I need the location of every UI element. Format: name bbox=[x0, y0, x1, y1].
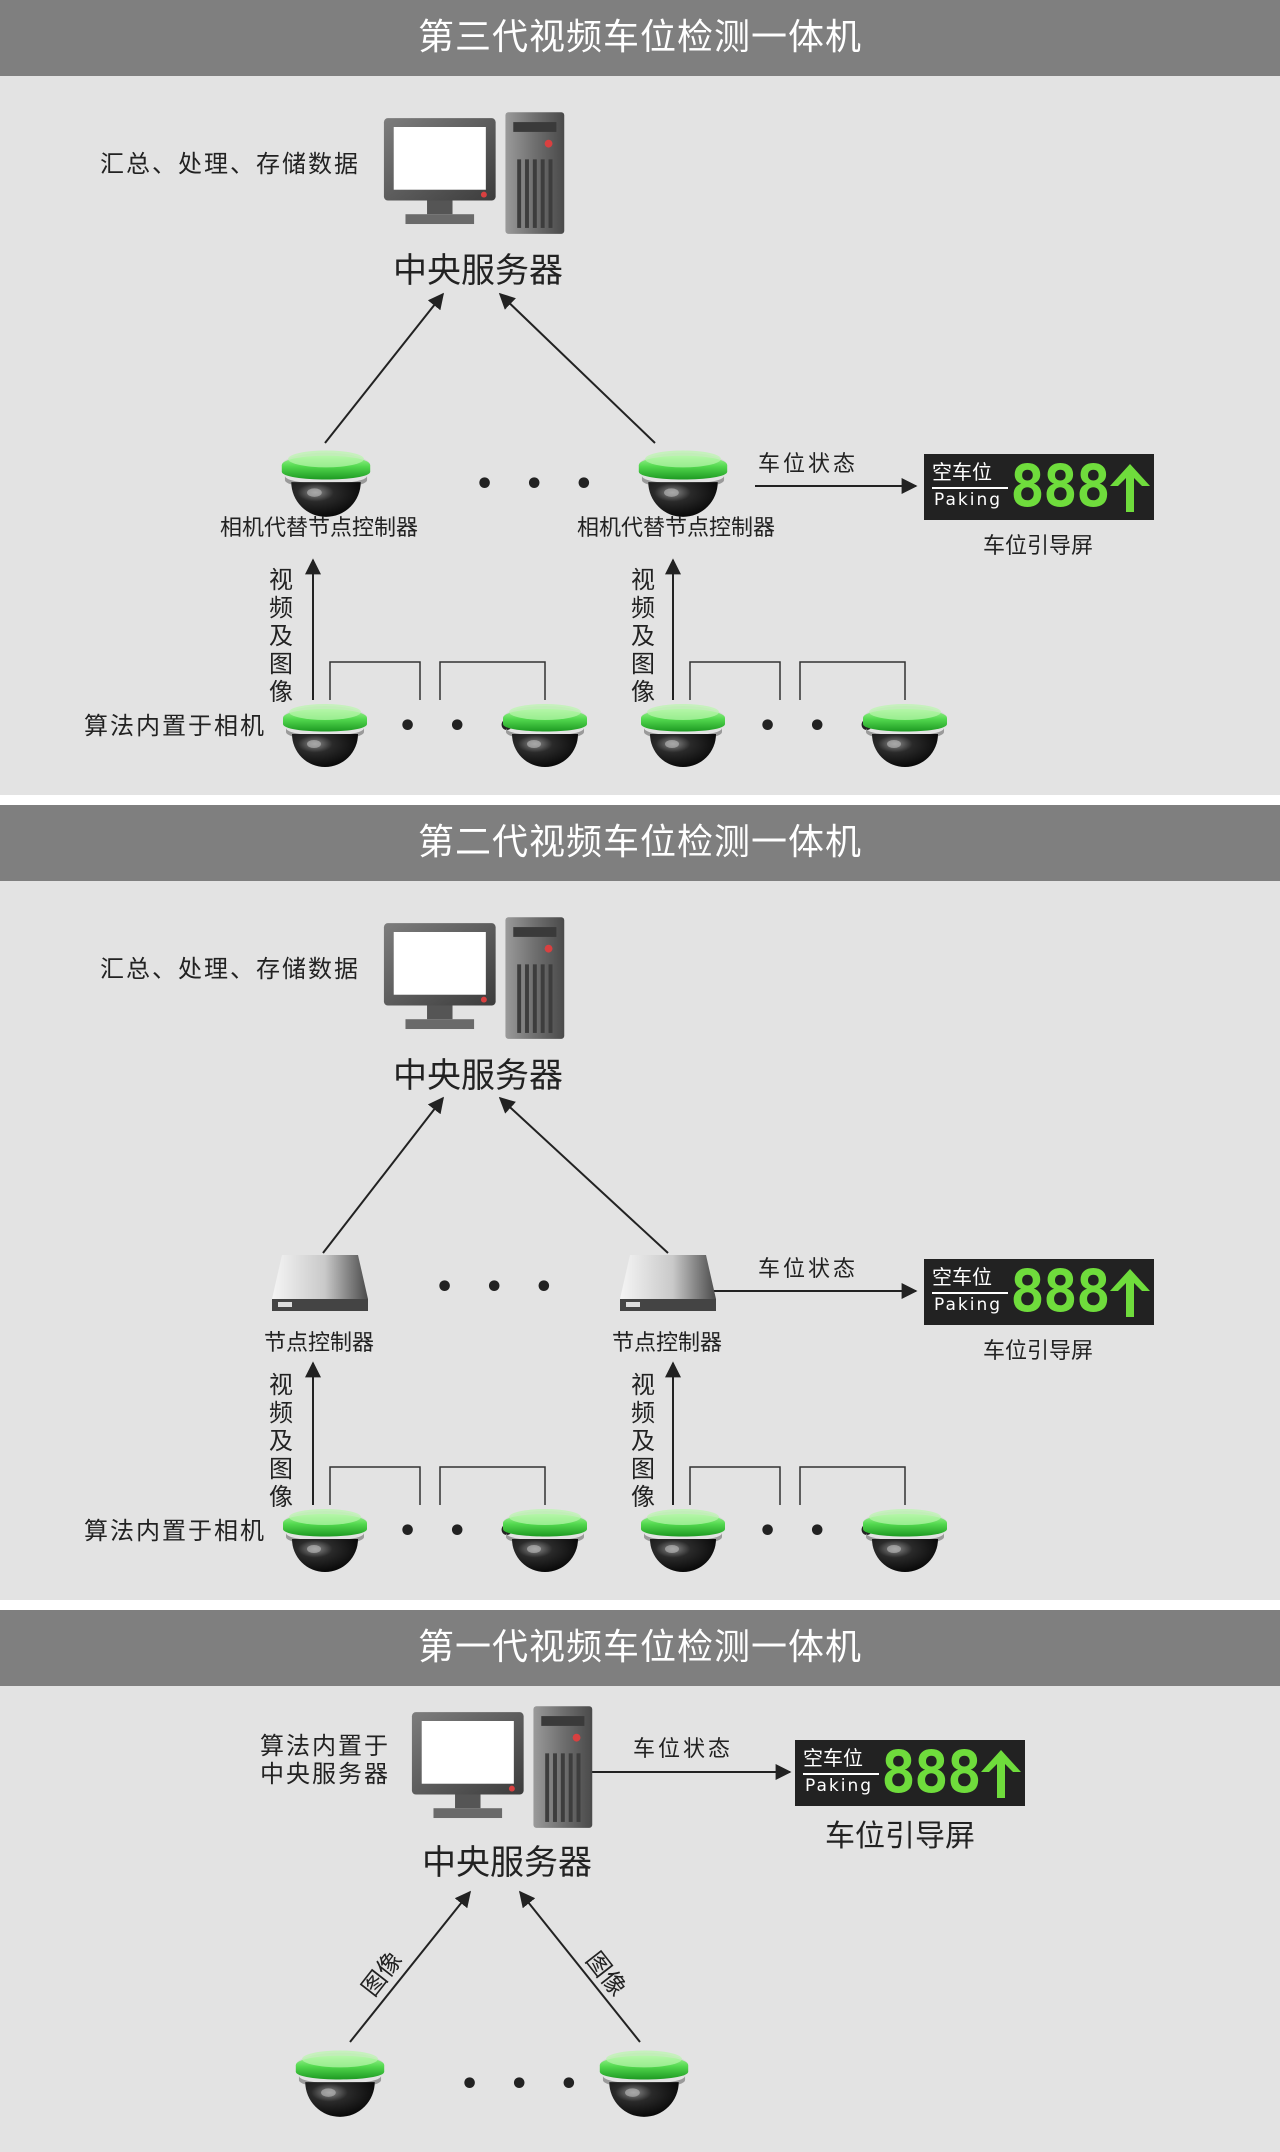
connection-lines bbox=[305, 1096, 918, 1505]
sign-vacant-text: 空车位 bbox=[803, 1746, 863, 1770]
video-image-label-right: 视频及图像 bbox=[631, 1371, 655, 1511]
video-image-label-left: 视频及图像 bbox=[269, 1371, 293, 1511]
sign-digits: 888 bbox=[881, 1738, 982, 1806]
sign-caption: 车位引导屏 bbox=[983, 534, 1094, 559]
node-controller-label-right: 节点控制器 bbox=[612, 1331, 723, 1356]
section-header: 第三代视频车位检测一体机 bbox=[0, 0, 1280, 76]
dome-camera-icon bbox=[292, 2040, 388, 2120]
dome-camera-icon bbox=[860, 1499, 950, 1575]
sign-parking-text: Paking bbox=[934, 490, 1003, 510]
video-image-label-left: 视频及图像 bbox=[269, 566, 293, 706]
parking-status-label: 车位状态 bbox=[758, 1257, 859, 1282]
ellipsis: • • • bbox=[398, 1514, 527, 1549]
dome-camera-icon bbox=[635, 440, 731, 520]
up-arrow-icon bbox=[1110, 1269, 1150, 1317]
data-processing-note: 汇总、处理、存储数据 bbox=[100, 150, 360, 178]
node-controller-icon bbox=[270, 1251, 370, 1315]
algorithm-in-camera-label: 算法内置于相机 bbox=[84, 1517, 266, 1545]
dome-camera-icon bbox=[500, 694, 590, 770]
connection-lines bbox=[305, 292, 918, 700]
section-first-gen: 第一代视频车位检测一体机 算法内置于 中央服务器 中央服务器 车位状态 空车位 … bbox=[0, 1610, 1280, 2152]
sign-vacant-text: 空车位 bbox=[932, 1265, 992, 1289]
ellipsis: • • • bbox=[435, 1270, 564, 1305]
sign-caption: 车位引导屏 bbox=[983, 1339, 1094, 1364]
camera-node-label-right: 相机代替节点控制器 bbox=[577, 516, 776, 541]
dome-camera-icon bbox=[280, 1499, 370, 1575]
central-server-computer-icon bbox=[408, 1706, 604, 1834]
sign-divider bbox=[932, 1292, 1008, 1294]
algorithm-in-server-line1: 算法内置于 bbox=[260, 1732, 390, 1760]
data-processing-note: 汇总、处理、存储数据 bbox=[100, 955, 360, 983]
dome-camera-icon bbox=[278, 440, 374, 520]
section-header: 第一代视频车位检测一体机 bbox=[0, 1610, 1280, 1686]
sign-digits: 888 bbox=[1010, 452, 1111, 520]
central-server-label: 中央服务器 bbox=[393, 251, 563, 291]
sign-divider bbox=[803, 1773, 879, 1775]
dome-camera-icon bbox=[860, 694, 950, 770]
parking-guidance-sign: 空车位 Paking 888 bbox=[795, 1740, 1025, 1806]
ellipsis: • • • bbox=[758, 709, 887, 744]
sign-divider bbox=[932, 487, 1008, 489]
ellipsis: • • • bbox=[758, 1514, 887, 1549]
dome-camera-icon bbox=[280, 694, 370, 770]
algorithm-in-camera-label: 算法内置于相机 bbox=[84, 712, 266, 740]
algorithm-in-server-line2: 中央服务器 bbox=[260, 1760, 390, 1788]
parking-guidance-sign: 空车位 Paking 888 bbox=[924, 454, 1154, 520]
dome-camera-icon bbox=[638, 1499, 728, 1575]
up-arrow-icon bbox=[981, 1750, 1021, 1798]
camera-node-label-left: 相机代替节点控制器 bbox=[220, 516, 419, 541]
parking-status-label: 车位状态 bbox=[633, 1737, 734, 1762]
dome-camera-icon bbox=[596, 2040, 692, 2120]
sign-parking-text: Paking bbox=[805, 1776, 874, 1796]
sign-parking-text: Paking bbox=[934, 1295, 1003, 1315]
dome-camera-icon bbox=[500, 1499, 590, 1575]
video-image-label-right: 视频及图像 bbox=[631, 566, 655, 706]
parking-status-label: 车位状态 bbox=[758, 452, 859, 477]
ellipsis: • • • bbox=[460, 2067, 589, 2102]
node-controller-label-left: 节点控制器 bbox=[264, 1331, 375, 1356]
sign-caption: 车位引导屏 bbox=[825, 1819, 975, 1854]
sign-vacant-text: 空车位 bbox=[932, 460, 992, 484]
section-second-gen: 第二代视频车位检测一体机 汇总、处理、存储数据 中央服务器 • • • 节点控制… bbox=[0, 805, 1280, 1600]
central-server-label: 中央服务器 bbox=[422, 1843, 592, 1883]
sign-digits: 888 bbox=[1010, 1257, 1111, 1325]
central-server-label: 中央服务器 bbox=[393, 1056, 563, 1096]
section-third-gen: 第三代视频车位检测一体机 汇总、处理、存储数据 中央服务器 • • • 相机代替… bbox=[0, 0, 1280, 795]
connection-lines bbox=[349, 1764, 792, 2043]
central-server-computer-icon bbox=[380, 112, 576, 240]
parking-guidance-sign: 空车位 Paking 888 bbox=[924, 1259, 1154, 1325]
ellipsis: • • • bbox=[398, 709, 527, 744]
section-header: 第二代视频车位检测一体机 bbox=[0, 805, 1280, 881]
dome-camera-icon bbox=[638, 694, 728, 770]
central-server-computer-icon bbox=[380, 917, 576, 1045]
ellipsis: • • • bbox=[475, 467, 604, 502]
up-arrow-icon bbox=[1110, 464, 1150, 512]
node-controller-icon bbox=[618, 1251, 718, 1315]
